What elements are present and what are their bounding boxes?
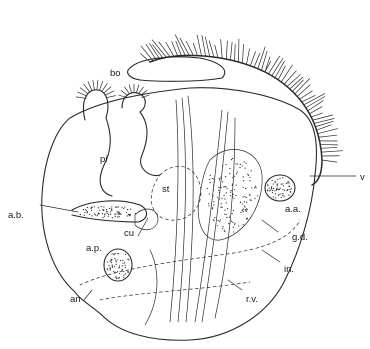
label-gd: g.d. (292, 232, 308, 243)
pharynx (100, 112, 160, 196)
band-ab-dots (80, 206, 140, 218)
label-bo: bo (110, 68, 121, 79)
label-v: v (360, 172, 365, 183)
label-rv: r.v. (246, 294, 258, 305)
oval-ap-dots (107, 253, 130, 279)
velum-edge (150, 55, 322, 185)
central-organ (198, 149, 262, 240)
tentacle-left (83, 90, 107, 120)
lobe-bo (128, 57, 225, 81)
velum-cilia (141, 35, 343, 162)
label-ab: a.b. (8, 210, 24, 221)
label-ap: a.p. (86, 243, 102, 254)
tentacle-mid (122, 93, 145, 112)
label-cu: cu (124, 228, 134, 239)
body-outline (42, 88, 317, 341)
muscle-strands (145, 96, 235, 325)
label-aa: a.a. (285, 204, 301, 215)
label-st: st (162, 184, 170, 195)
oval-aa-dots (267, 177, 292, 198)
label-in: in. (284, 264, 294, 275)
stomach (151, 166, 201, 220)
label-pi: pi (100, 154, 107, 165)
band-ab (72, 201, 147, 222)
label-an: an (70, 294, 81, 305)
digestive-gland-outline (100, 282, 250, 300)
